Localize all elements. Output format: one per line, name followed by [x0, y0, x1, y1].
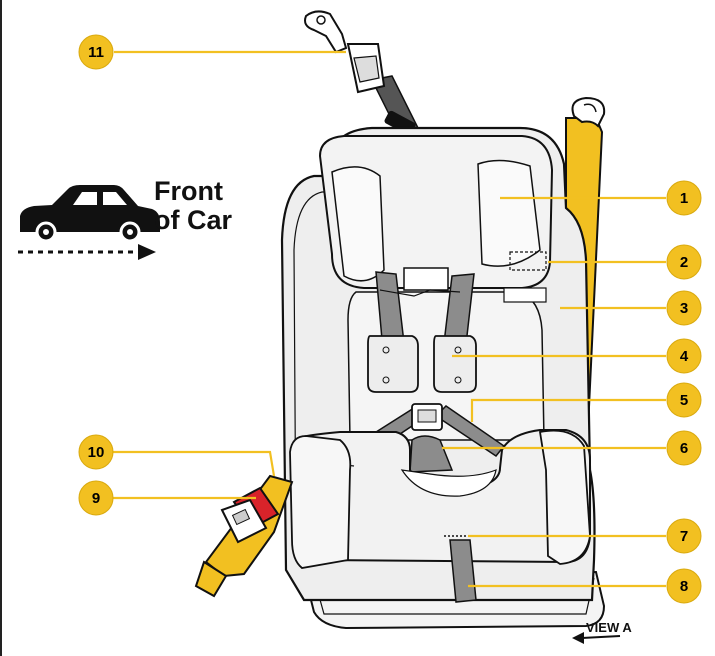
callout-badge-2: 2	[666, 244, 702, 280]
view-a-label: VIEW A	[586, 620, 632, 635]
leader-10	[112, 450, 276, 477]
svg-text:9: 9	[92, 490, 100, 507]
svg-text:6: 6	[680, 440, 688, 457]
svg-text:11: 11	[88, 44, 104, 61]
direction-arrow	[18, 244, 156, 260]
svg-text:5: 5	[680, 392, 688, 409]
callout-badge-10: 10	[78, 434, 114, 470]
lap-belt	[194, 474, 294, 598]
view-a-indicator: VIEW A	[572, 620, 632, 644]
svg-text:3: 3	[680, 300, 688, 317]
callout-badge-4: 4	[666, 338, 702, 374]
callout-badge-9: 9	[78, 480, 114, 516]
svg-text:10: 10	[88, 444, 105, 461]
svg-text:8: 8	[680, 578, 688, 595]
svg-text:1: 1	[680, 190, 688, 207]
callout-badge-5: 5	[666, 382, 702, 418]
callout-badge-11: 11	[78, 34, 114, 70]
label-marker-2	[509, 251, 547, 271]
car-seat	[280, 126, 606, 630]
svg-text:2: 2	[680, 254, 688, 271]
label-marker-3	[503, 287, 547, 303]
callout-badge-6: 6	[666, 430, 702, 466]
leader-5	[470, 398, 666, 422]
svg-text:7: 7	[680, 528, 688, 545]
callout-badge-3: 3	[666, 290, 702, 326]
front-label-line1: Front	[154, 176, 223, 206]
svg-text:4: 4	[680, 348, 689, 365]
callout-badge-1: 1	[666, 180, 702, 216]
front-label-line2: of Car	[154, 205, 233, 235]
callout-badge-8: 8	[666, 568, 702, 604]
leader-lines	[112, 50, 666, 588]
callout-badge-7: 7	[666, 518, 702, 554]
car-icon	[20, 185, 160, 243]
